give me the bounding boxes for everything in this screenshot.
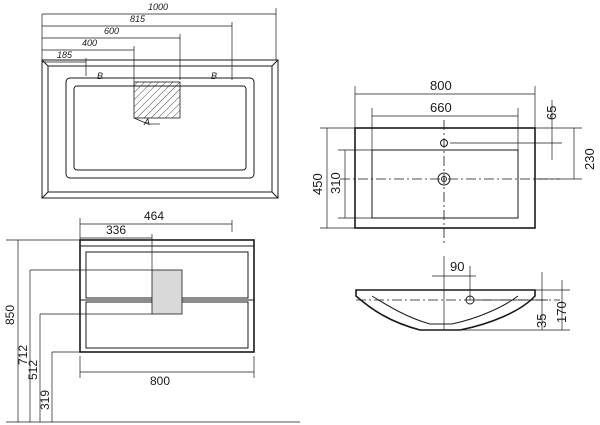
dim-35: 35 — [534, 314, 549, 328]
dim-815: 815 — [130, 14, 146, 24]
dim-464: 464 — [144, 209, 164, 223]
basin-section-view: 90 35 170 — [355, 256, 570, 331]
basin-top-view: 800 660 450 310 65 230 — [310, 78, 597, 245]
dim-310: 310 — [328, 172, 343, 194]
dim-450: 450 — [310, 173, 325, 195]
dim-1000: 1000 — [148, 2, 168, 12]
dim-185: 185 — [57, 50, 73, 60]
dim-800-front: 800 — [150, 374, 170, 388]
grey-panel — [151, 269, 183, 315]
dim-336: 336 — [106, 223, 126, 237]
dim-65: 65 — [544, 106, 559, 120]
label-a: A — [143, 117, 150, 127]
dim-800-top: 800 — [430, 78, 452, 93]
dim-90: 90 — [450, 259, 464, 274]
dim-600: 600 — [104, 26, 119, 36]
dim-850: 850 — [3, 305, 17, 325]
dim-712: 712 — [16, 345, 30, 365]
dim-400: 400 — [82, 38, 97, 48]
label-b-left: B — [97, 71, 103, 81]
dim-170: 170 — [554, 301, 569, 323]
hatched-section — [133, 81, 181, 119]
front-view: 464 336 800 850 712 512 319 — [3, 209, 300, 423]
plan-view: 1000 815 600 400 185 B B A — [41, 2, 279, 199]
dim-660: 660 — [430, 100, 452, 115]
label-b-right: B — [211, 71, 217, 81]
dim-230: 230 — [582, 148, 597, 170]
dim-319: 319 — [38, 390, 52, 410]
dim-512: 512 — [26, 360, 40, 380]
